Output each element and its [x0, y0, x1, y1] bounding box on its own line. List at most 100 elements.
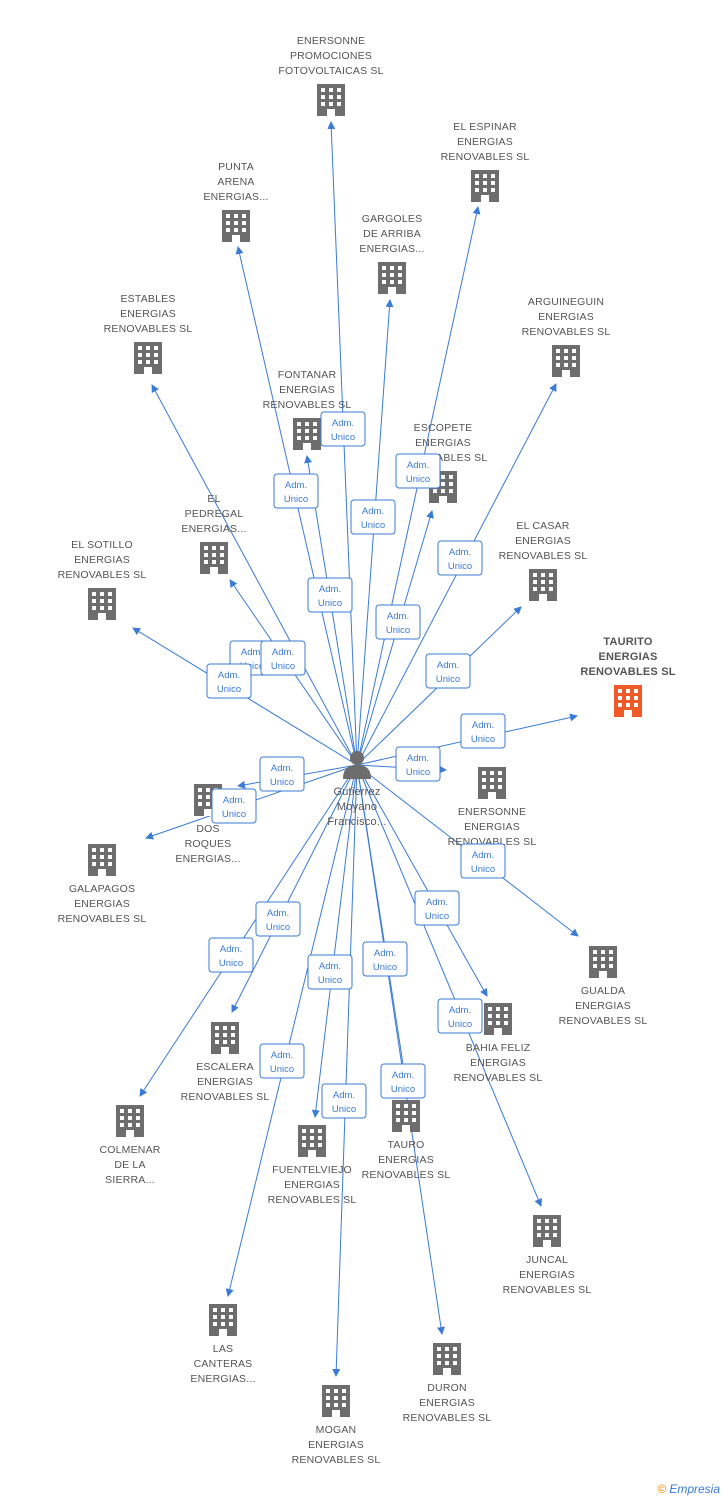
company-label-line[interactable]: ENERGIAS	[515, 535, 571, 547]
company-label-line[interactable]: CANTERAS	[194, 1358, 253, 1370]
company-node-punta-arena[interactable]: PUNTAARENAENERGIAS...	[203, 161, 268, 242]
edge-label-tauro[interactable]: Adm.Unico	[362, 941, 408, 977]
edge-label-punta-arena[interactable]: Adm.Unico	[273, 473, 319, 509]
company-label-line[interactable]: DURON	[427, 1382, 467, 1394]
company-label-line[interactable]: ENERGIAS	[538, 311, 594, 323]
company-label-line[interactable]: ESTABLES	[120, 293, 175, 305]
company-label-line[interactable]: RENOVABLES SL	[441, 151, 530, 163]
company-label-line[interactable]: ESCOPETE	[414, 422, 473, 434]
company-node-juncal[interactable]: JUNCAL ENERGIAS RENOVABLES SL	[503, 1215, 592, 1296]
edge-label-dos-roques[interactable]: Adm.Unico	[259, 756, 305, 792]
edge-label-el-casar[interactable]: Adm.Unico	[425, 653, 471, 689]
company-label-line[interactable]: RENOVABLES SL	[104, 323, 193, 335]
company-label-line[interactable]: GUALDA	[581, 985, 625, 997]
company-label-line[interactable]: ENERGIAS	[279, 384, 335, 396]
company-label-line[interactable]: PUNTA	[218, 161, 254, 173]
company-label-line[interactable]: DE LA	[114, 1159, 145, 1171]
edge-label-gualda[interactable]: Adm.Unico	[460, 843, 506, 879]
company-node-estables[interactable]: ESTABLES ENERGIAS RENOVABLES SL	[104, 293, 193, 374]
company-node-gualda[interactable]: GUALDA ENERGIAS RENOVABLES SL	[559, 946, 648, 1027]
company-label-line[interactable]: ROQUES	[185, 838, 232, 850]
company-label-line[interactable]: ENERGIAS	[464, 821, 520, 833]
company-label-line[interactable]: RENOVABLES SL	[58, 913, 147, 925]
company-node-dos-roques[interactable]: DOSROQUESENERGIAS...	[175, 784, 240, 865]
company-label-line[interactable]: PEDREGAL	[185, 508, 244, 520]
person-label-line[interactable]: Francisco...	[327, 816, 386, 828]
edge-label-colmenar-de-la-sierra[interactable]: Adm.Unico	[208, 937, 254, 973]
company-label-line[interactable]: DOS	[196, 823, 219, 835]
company-label-line[interactable]: FUENTELVIEJO	[272, 1164, 352, 1176]
company-label-line[interactable]: ENERGIAS	[470, 1057, 526, 1069]
edge-label-taurito[interactable]: Adm.Unico	[460, 713, 506, 749]
company-label-line[interactable]: MOGAN	[316, 1424, 357, 1436]
company-label-line[interactable]: ENERGIAS...	[181, 523, 246, 535]
company-label-line[interactable]: GARGOLES	[362, 213, 423, 225]
company-label-line[interactable]: RENOVABLES SL	[580, 666, 675, 678]
company-node-gargoles-de-arriba[interactable]: GARGOLES DE ARRIBA ENERGIAS...	[359, 213, 424, 294]
company-label-line[interactable]: RENOVABLES SL	[499, 550, 588, 562]
company-label-line[interactable]: COLMENAR	[99, 1144, 160, 1156]
company-node-el-casar[interactable]: EL CASAR ENERGIAS RENOVABLES SL	[499, 520, 588, 601]
company-label-line[interactable]: ENERGIAS	[598, 651, 657, 663]
company-label-line[interactable]: RENOVABLES SL	[58, 569, 147, 581]
company-label-line[interactable]: RENOVABLES SL	[362, 1169, 451, 1181]
company-label-line[interactable]: FOTOVOLTAICAS SL	[278, 65, 383, 77]
company-label-line[interactable]: RENOVABLES SL	[403, 1412, 492, 1424]
edge-label-bahia-feliz[interactable]: Adm.Unico	[414, 890, 460, 926]
company-label-line[interactable]: ENERGIAS...	[359, 243, 424, 255]
company-node-fuentelviejo[interactable]: FUENTELVIEJO ENERGIAS RENOVABLES SL	[268, 1125, 357, 1206]
company-label-line[interactable]: ENERGIAS...	[190, 1373, 255, 1385]
company-label-line[interactable]: ENERGIAS	[308, 1439, 364, 1451]
company-label-line[interactable]: ENERSONNE	[297, 35, 365, 47]
edge-label-enersonne-promociones[interactable]: Adm.Unico	[320, 411, 366, 447]
person-label-line[interactable]: Gutierrez	[333, 786, 380, 798]
company-label-line[interactable]: RENOVABLES SL	[503, 1284, 592, 1296]
company-label-line[interactable]: ENERGIAS	[419, 1397, 475, 1409]
company-node-el-pedregal[interactable]: ELPEDREGALENERGIAS...	[181, 493, 246, 574]
edge-label-el-sotillo[interactable]: Adm.Unico	[206, 663, 252, 699]
company-label-line[interactable]: RENOVABLES SL	[522, 326, 611, 338]
edge-label-duron[interactable]: Adm.Unico	[380, 1063, 426, 1099]
company-label-line[interactable]: ENERGIAS	[575, 1000, 631, 1012]
company-label-line[interactable]: DE ARRIBA	[363, 228, 421, 240]
company-label-line[interactable]: ESCALERA	[196, 1061, 254, 1073]
edge-label-galapagos[interactable]: Adm.Unico	[211, 788, 257, 824]
company-label-line[interactable]: ENERGIAS	[74, 554, 130, 566]
company-label-line[interactable]: RENOVABLES SL	[559, 1015, 648, 1027]
company-label-line[interactable]: ARENA	[217, 176, 254, 188]
company-label-line[interactable]: RENOVABLES SL	[292, 1454, 381, 1466]
company-label-line[interactable]: RENOVABLES SL	[263, 399, 352, 411]
company-node-las-canteras[interactable]: LASCANTERASENERGIAS...	[190, 1304, 255, 1385]
company-node-el-sotillo[interactable]: EL SOTILLO ENERGIAS RENOVABLES SL	[58, 539, 147, 620]
edge-label-escalera[interactable]: Adm.Unico	[255, 901, 301, 937]
company-label-line[interactable]: ENERGIAS	[519, 1269, 575, 1281]
company-label-line[interactable]: EL CASAR	[516, 520, 569, 532]
company-label-line[interactable]: RENOVABLES SL	[268, 1194, 357, 1206]
edge-label-fuentelviejo[interactable]: Adm.Unico	[307, 954, 353, 990]
company-label-line[interactable]: ENERGIAS	[284, 1179, 340, 1191]
brand-footer[interactable]: ©Empresia	[657, 1482, 720, 1496]
company-label-line[interactable]: ENERGIAS	[120, 308, 176, 320]
company-node-bahia-feliz[interactable]: BAHIA FELIZ ENERGIAS RENOVABLES SL	[454, 1003, 543, 1084]
company-label-line[interactable]: GALAPAGOS	[69, 883, 135, 895]
company-label-line[interactable]: ENERGIAS	[415, 437, 471, 449]
edge-label-juncal[interactable]: Adm.Unico	[437, 998, 483, 1034]
person-node[interactable]: GutierrezMoyanoFrancisco...	[327, 751, 386, 828]
company-label-line[interactable]: JUNCAL	[526, 1254, 568, 1266]
company-label-line[interactable]: RENOVABLES SL	[454, 1072, 543, 1084]
company-label-line[interactable]: TAURO	[388, 1139, 425, 1151]
edge-label-enersonne-energias[interactable]: Adm.Unico	[395, 746, 441, 782]
company-label-line[interactable]: BAHIA FELIZ	[466, 1042, 531, 1054]
company-label-line[interactable]: EL SOTILLO	[71, 539, 133, 551]
company-label-line[interactable]: ENERGIAS	[197, 1076, 253, 1088]
edge-label-gargoles-de-arriba[interactable]: Adm.Unico	[350, 499, 396, 535]
